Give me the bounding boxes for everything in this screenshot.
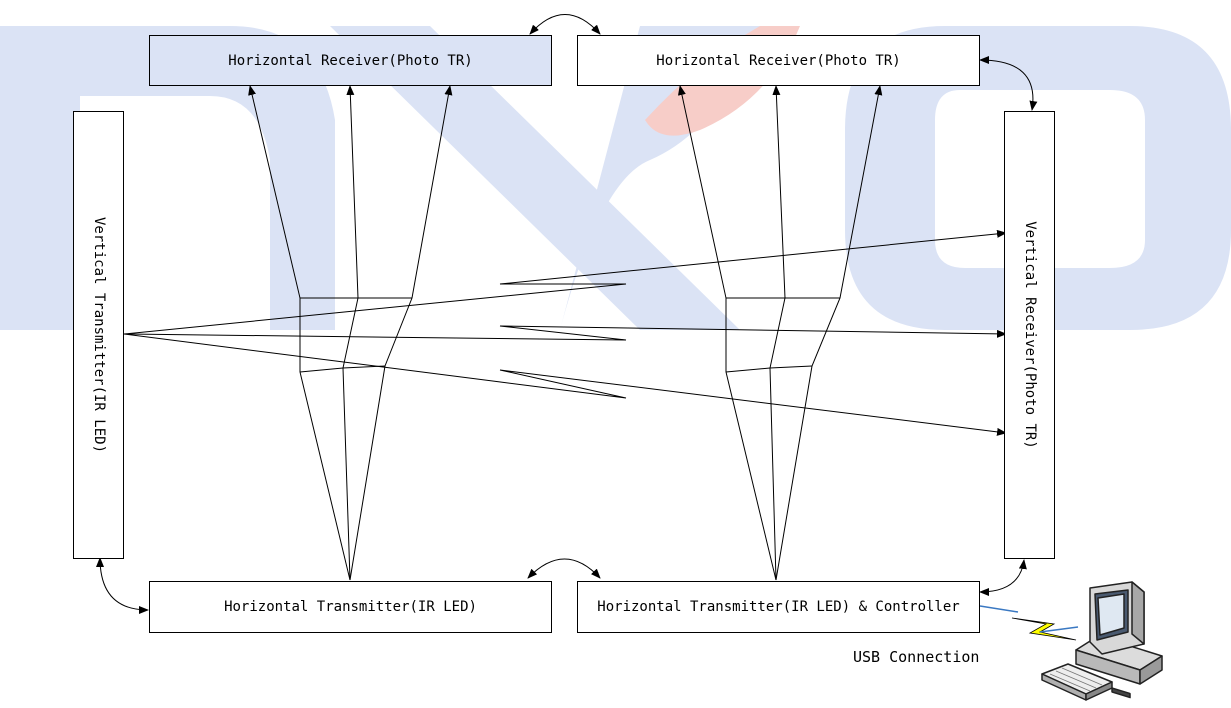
computer-icon	[1041, 581, 1163, 701]
right-beam-fan	[677, 85, 883, 581]
connector-left-bottom	[96, 557, 149, 614]
connector-bottom	[527, 558, 601, 579]
usb-connection-label: USB Connection	[853, 648, 980, 666]
horizontal-receiver-right-label: Horizontal Receiver(Photo TR)	[656, 52, 901, 69]
horizontal-receiver-left-label: Horizontal Receiver(Photo TR)	[228, 52, 473, 69]
vertical-transmitter: Vertical Transmitter(IR LED)	[73, 111, 124, 559]
vertical-transmitter-label: Vertical Transmitter(IR LED)	[90, 216, 107, 454]
horizontal-transmitter-controller-label: Horizontal Transmitter(IR LED) & Control…	[597, 599, 960, 615]
horizontal-transmitter-left: Horizontal Transmitter(IR LED)	[149, 581, 552, 633]
left-beam-fan	[248, 85, 453, 581]
usb-bolt-icon	[1011, 617, 1077, 641]
horizontal-transmitter-left-label: Horizontal Transmitter(IR LED)	[224, 599, 477, 615]
vertical-beam-fan	[123, 229, 1007, 436]
horizontal-receiver-left: Horizontal Receiver(Photo TR)	[149, 35, 552, 86]
connector-right-top	[979, 56, 1038, 111]
connector-right-bottom	[979, 559, 1027, 596]
horizontal-transmitter-controller: Horizontal Transmitter(IR LED) & Control…	[577, 581, 980, 633]
horizontal-receiver-right: Horizontal Receiver(Photo TR)	[577, 35, 980, 86]
usb-wire	[979, 605, 1019, 613]
vertical-receiver: Vertical Receiver(Photo TR)	[1004, 111, 1055, 559]
connector-top	[529, 14, 601, 35]
vertical-receiver-label: Vertical Receiver(Photo TR)	[1021, 221, 1038, 449]
